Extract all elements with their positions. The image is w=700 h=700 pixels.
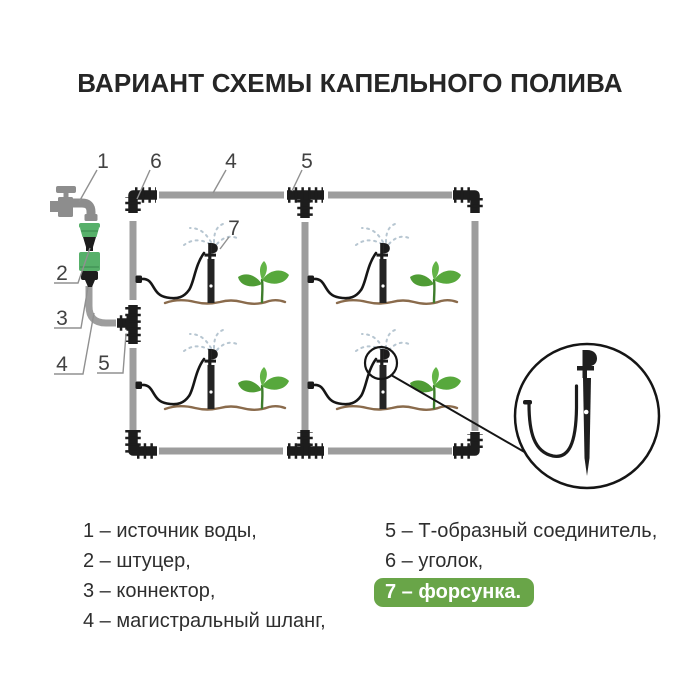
page-title: ВАРИАНТ СХЕМЫ КАПЕЛЬНОГО ПОЛИВА <box>77 68 623 98</box>
legend-right-column: 5 – Т-образный соединитель, 6 – уголок, … <box>374 516 658 607</box>
legend-item-fitting: 2 – штуцер, <box>83 550 191 572</box>
callout-main-hose-left: 4 <box>56 353 68 376</box>
callout-leaders <box>54 169 303 375</box>
legend-item-water-source: 1 – источник воды, <box>83 520 257 542</box>
inset-micro-tube <box>527 384 579 458</box>
water-source-assembly <box>50 186 100 287</box>
watering-cell-top-left <box>134 221 291 306</box>
callout-elbow: 6 <box>150 150 162 173</box>
legend-item-connector: 3 – коннектор, <box>83 580 216 602</box>
faucet-icon <box>50 186 98 221</box>
legend-item-main-hose: 4 – магистральный шланг, <box>83 610 326 632</box>
callout-tee-left: 5 <box>98 352 110 375</box>
magnifier-circle <box>363 345 399 381</box>
legend-item-elbow: 6 – уголок, <box>385 550 484 572</box>
callout-nozzle: 7 <box>228 217 240 240</box>
legend-item-nozzle-badge: 7 – форсунка. <box>374 578 535 607</box>
callout-fitting: 2 <box>56 262 68 285</box>
watering-cell-bottom-right <box>306 327 463 412</box>
callout-water-source: 1 <box>97 150 109 173</box>
main-hose-grid <box>85 191 479 455</box>
connectors <box>117 187 483 459</box>
callout-numbers: 1 6 4 5 7 2 3 4 5 <box>56 150 313 376</box>
legend-left-column: 1 – источник воды, 2 – штуцер, 3 – конне… <box>83 516 326 636</box>
callout-tee-top: 5 <box>301 150 313 173</box>
tee-bottom <box>287 430 324 456</box>
callout-main-hose-top: 4 <box>225 150 237 173</box>
magnifier-leader-line <box>390 374 541 462</box>
legend-item-tee: 5 – Т-образный соединитель, <box>385 520 658 542</box>
watering-cell-top-right <box>306 221 463 306</box>
watering-cell-bottom-left <box>134 327 291 412</box>
elbow-bottom-right <box>453 432 480 456</box>
callout-connector: 3 <box>56 307 68 330</box>
nozzle-inset-detail <box>513 342 661 490</box>
fitting-icon <box>79 223 100 251</box>
inset-nozzle-stake <box>577 350 597 476</box>
